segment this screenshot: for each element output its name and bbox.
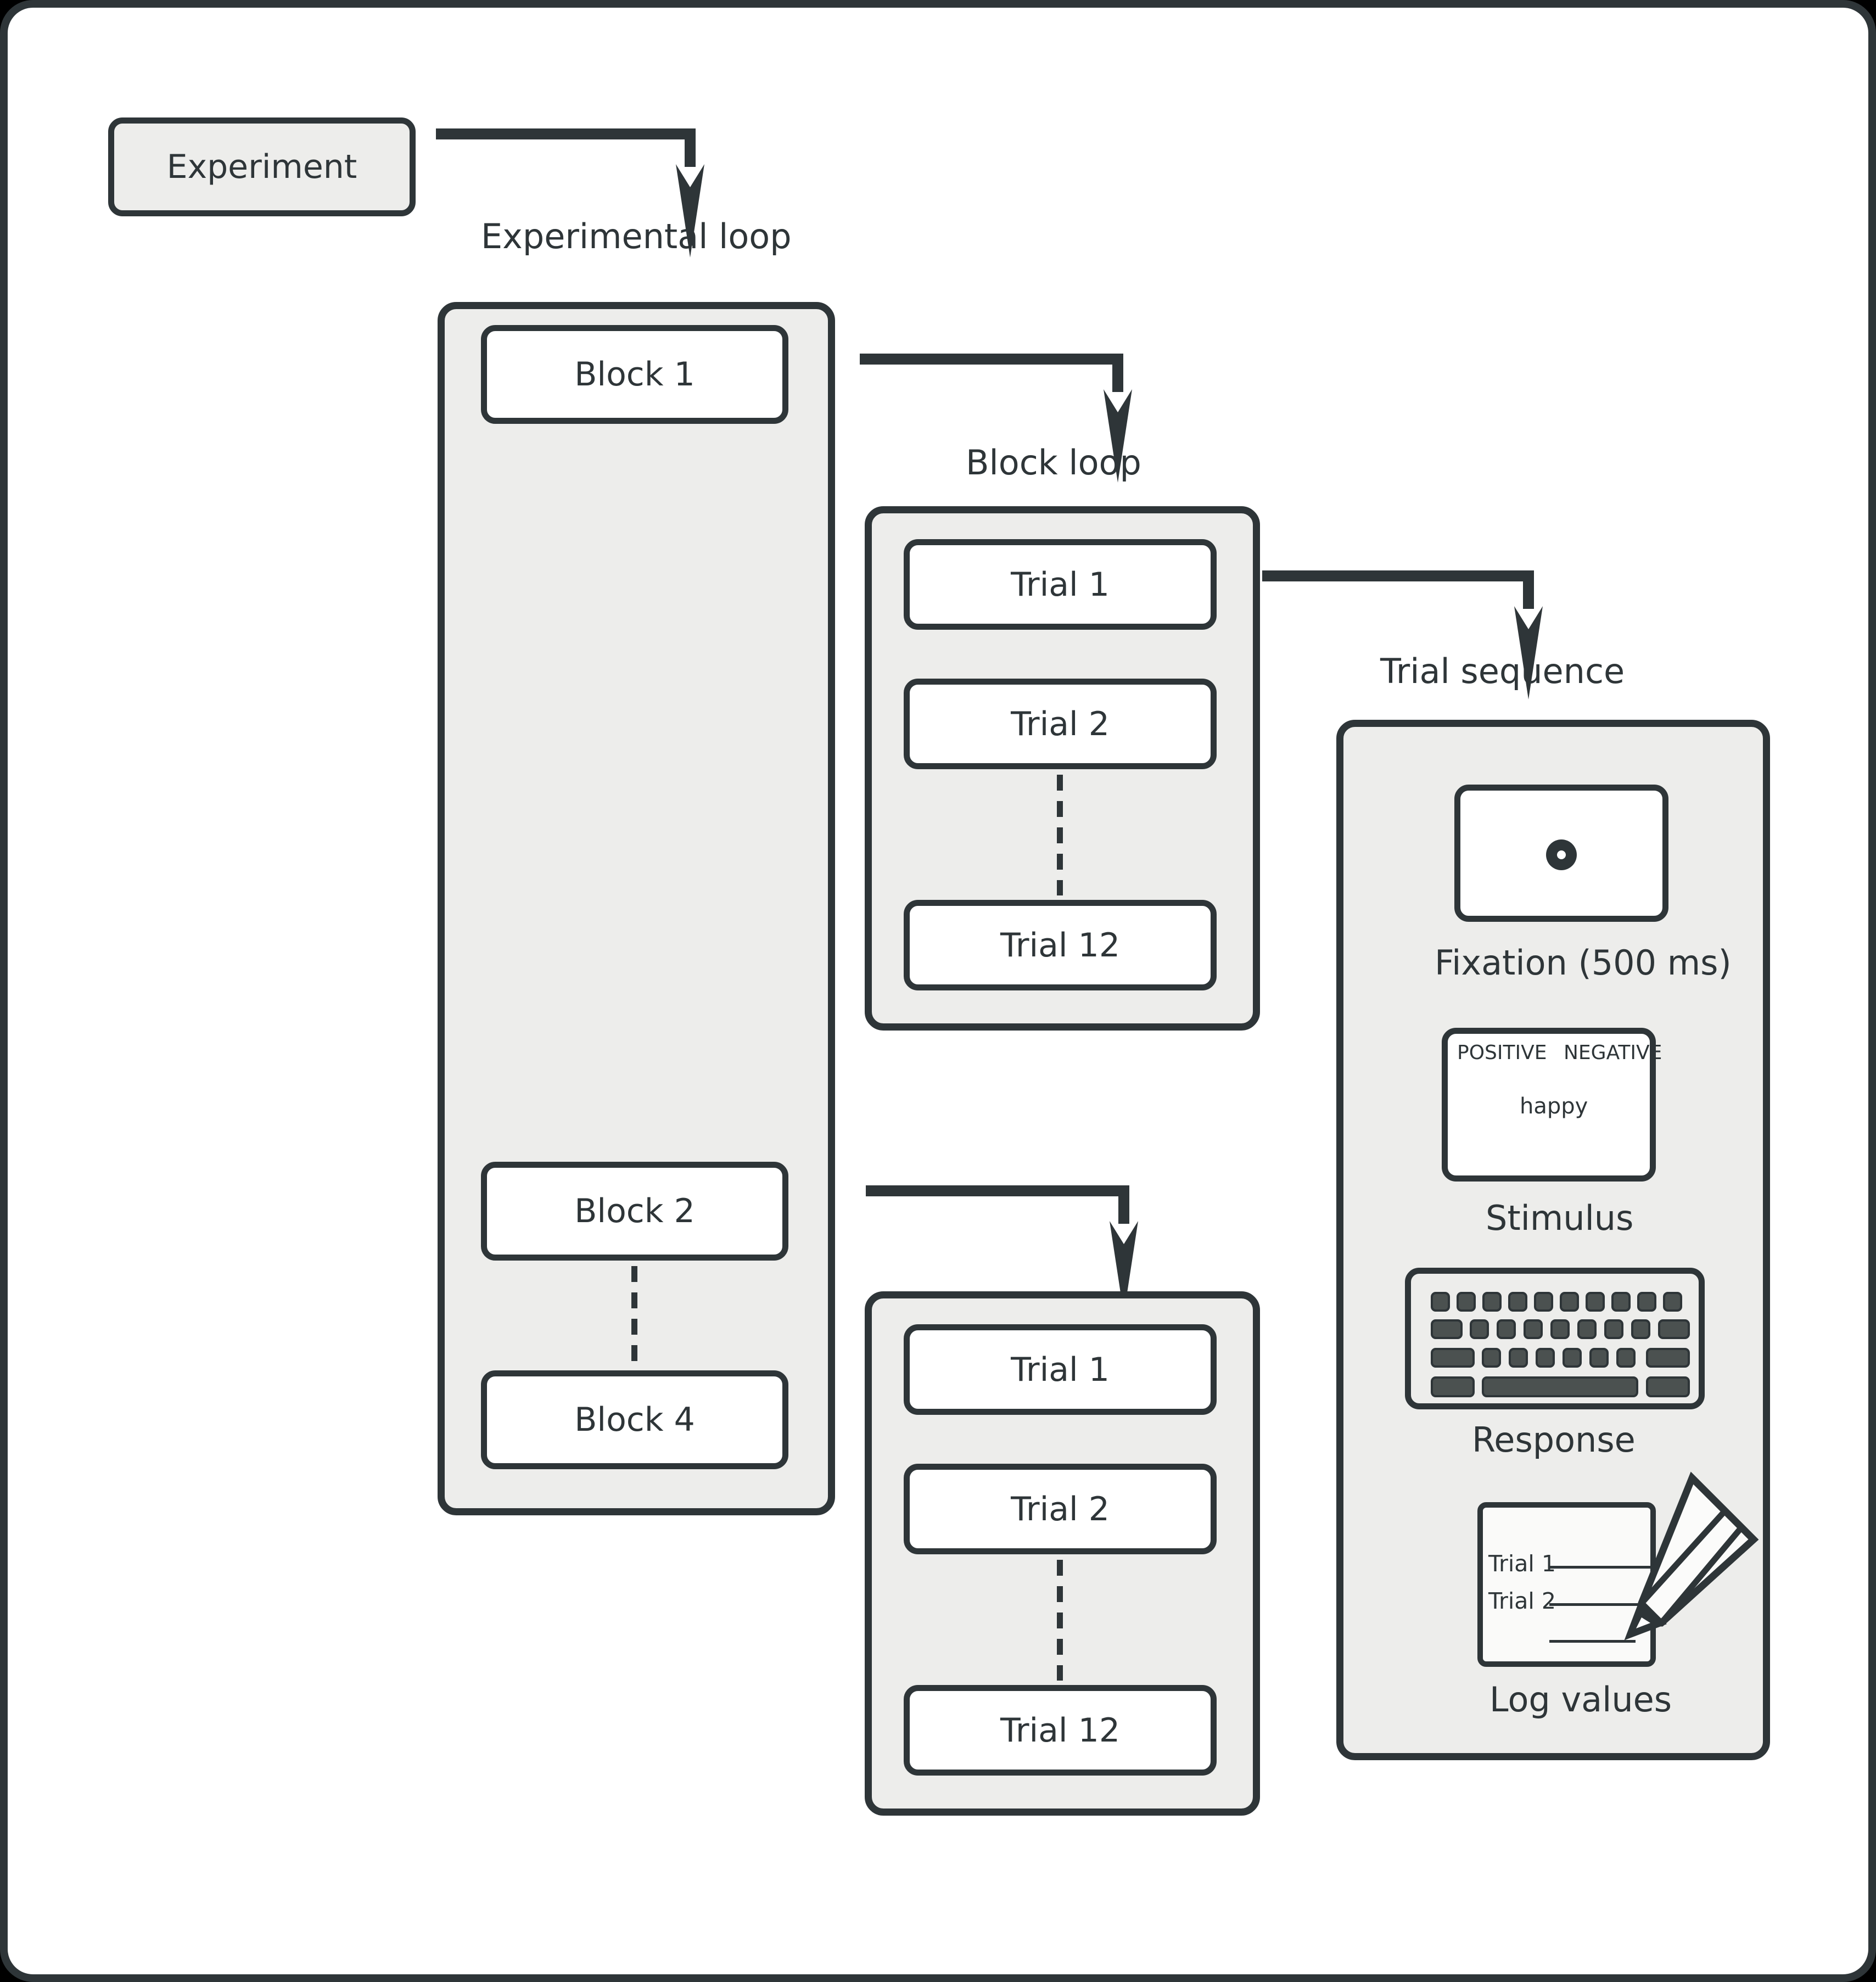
log-values-caption: Log values [1489, 1679, 1672, 1720]
stimulus-word: happy [1520, 1094, 1588, 1119]
arrow-block2-to-block-loop-2 [866, 1185, 1138, 1314]
keyboard-key [1631, 1319, 1650, 1339]
keyboard-key [1604, 1319, 1623, 1339]
trial-item-2-a[interactable]: Trial 2 [904, 679, 1217, 769]
keyboard-key [1431, 1292, 1450, 1312]
blocks-ellipsis-connector [631, 1266, 637, 1365]
keyboard-key [1550, 1319, 1570, 1339]
keyboard-key [1482, 1348, 1501, 1368]
keyboard-key [1663, 1292, 1682, 1312]
log-line-2-label: Trial 2 [1488, 1588, 1556, 1614]
keyboard-key [1589, 1348, 1609, 1368]
block-item-2-label: Block 2 [574, 1192, 695, 1230]
trial-item-12-a-label: Trial 12 [1000, 926, 1121, 965]
stimulus-screen[interactable] [1442, 1028, 1656, 1182]
keyboard-key [1431, 1319, 1463, 1339]
trials-ellipsis-connector-b [1057, 1560, 1063, 1681]
block-item-1-label: Block 1 [574, 355, 695, 394]
keyboard-key [1431, 1348, 1475, 1368]
trial-item-12-a[interactable]: Trial 12 [904, 900, 1217, 990]
keyboard-key [1470, 1319, 1489, 1339]
keyboard-key [1646, 1376, 1690, 1397]
log-line-1-label: Trial 1 [1488, 1550, 1556, 1577]
keyboard-key [1611, 1292, 1631, 1312]
arrow-trial1-to-trial-sequence [1262, 570, 1543, 699]
keyboard-key [1524, 1319, 1543, 1339]
keyboard-key [1586, 1292, 1605, 1312]
keyboard-key [1508, 1292, 1527, 1312]
stimulus-option-negative: NEGATIVE [1564, 1042, 1662, 1064]
trial-item-12-b-label: Trial 12 [1000, 1711, 1121, 1750]
trial-sequence-label: Trial sequence [1380, 651, 1625, 691]
keyboard-key [1616, 1348, 1636, 1368]
arrow-block1-to-block-loop [860, 354, 1132, 483]
keyboard-key [1577, 1319, 1597, 1339]
fixation-dot-icon [1546, 839, 1577, 870]
keyboard-key [1457, 1292, 1476, 1312]
trial-item-1-b[interactable]: Trial 1 [904, 1324, 1217, 1415]
keyboard-key [1536, 1348, 1555, 1368]
block-item-4-label: Block 4 [574, 1401, 695, 1439]
log-line-1-rule [1549, 1566, 1656, 1569]
keyboard-spacebar [1482, 1376, 1638, 1397]
keyboard-key [1509, 1348, 1528, 1368]
experiment-node[interactable]: Experiment [108, 117, 416, 216]
log-line-3-rule [1549, 1640, 1636, 1643]
fixation-caption: Fixation (500 ms) [1435, 943, 1732, 983]
trials-ellipsis-connector-a [1057, 775, 1063, 895]
block-item-4[interactable]: Block 4 [481, 1370, 788, 1469]
stimulus-option-positive: POSITIVE [1457, 1042, 1547, 1064]
keyboard-key [1431, 1376, 1475, 1397]
keyboard-key [1637, 1292, 1656, 1312]
block-loop-label-1: Block loop [966, 443, 1141, 483]
keyboard-key [1482, 1292, 1502, 1312]
trial-item-1-a[interactable]: Trial 1 [904, 539, 1217, 630]
keyboard-key [1646, 1348, 1690, 1368]
trial-item-1-a-label: Trial 1 [1011, 565, 1110, 604]
stimulus-caption: Stimulus [1486, 1198, 1634, 1238]
trial-item-12-b[interactable]: Trial 12 [904, 1685, 1217, 1776]
block-item-1[interactable]: Block 1 [481, 325, 788, 424]
block-item-2[interactable]: Block 2 [481, 1162, 788, 1261]
keyboard-key [1658, 1319, 1690, 1339]
pencil-icon [1624, 1471, 1759, 1641]
trial-item-2-a-label: Trial 2 [1011, 704, 1110, 743]
response-caption: Response [1472, 1420, 1636, 1460]
arrow-experiment-to-experimental-loop [436, 128, 704, 257]
keyboard-key [1563, 1348, 1582, 1368]
keyboard-key [1534, 1292, 1553, 1312]
log-line-2-rule [1549, 1603, 1656, 1606]
experimental-loop-label: Experimental loop [481, 216, 792, 256]
trial-item-2-b[interactable]: Trial 2 [904, 1464, 1217, 1554]
trial-item-2-b-label: Trial 2 [1011, 1490, 1110, 1529]
keyboard-icon[interactable] [1405, 1268, 1705, 1409]
experiment-node-label: Experiment [166, 148, 357, 186]
keyboard-key [1497, 1319, 1516, 1339]
keyboard-key [1560, 1292, 1579, 1312]
trial-item-1-b-label: Trial 1 [1011, 1350, 1110, 1389]
